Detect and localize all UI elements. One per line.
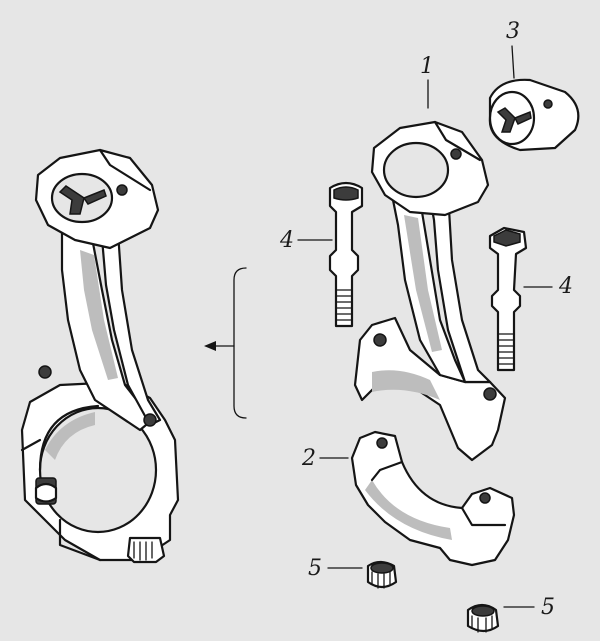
part-connecting-rod [353,120,507,462]
assembly-bracket-arrow [204,267,247,419]
part-bushing [488,78,580,152]
callout-bolt-left: 4 [280,228,294,253]
leader-lines [297,45,553,608]
assembled-connecting-rod [20,148,180,564]
part-nut-left [366,560,398,589]
callout-bolt-right: 4 [559,274,573,299]
callout-rod-cap: 2 [302,446,316,471]
part-bolt-left [328,181,364,328]
callout-nut-right: 5 [541,595,555,620]
part-rod-cap [350,430,516,567]
part-bolt-right [488,226,528,372]
callout-bushing: 3 [506,19,520,44]
part-nut-right [466,603,500,633]
callout-connecting-rod: 1 [420,54,434,79]
callout-nut-left: 5 [308,556,322,581]
